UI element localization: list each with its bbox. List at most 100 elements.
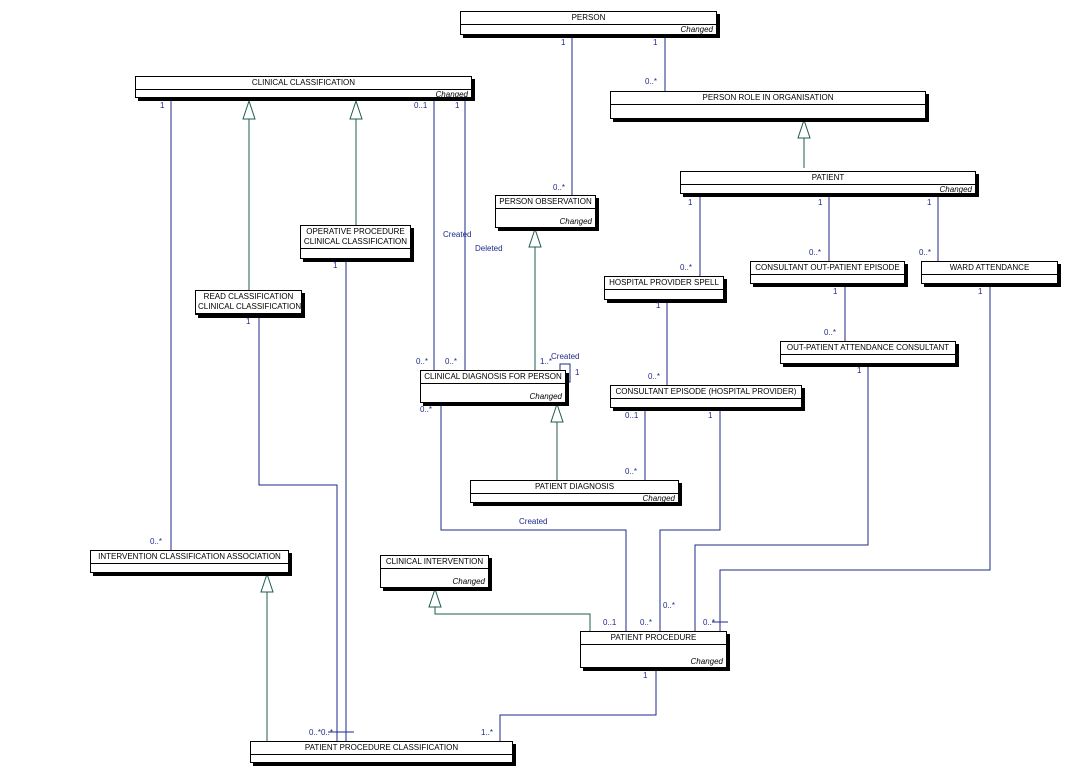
gen-arrow-obs [528, 227, 542, 248]
mult-pp-1: 1 [643, 671, 648, 680]
class-name: PATIENT PROCEDURE CLASSIFICATION [251, 742, 512, 755]
mult-cdp-many-c: 0..* [420, 405, 433, 414]
mult-cdp-many-a: 0..* [416, 357, 429, 366]
mult-ppc-1many: 1..* [481, 728, 494, 737]
class-name: OPERATIVE PROCEDURE CLINICAL CLASSIFICAT… [301, 226, 410, 249]
class-patient-diagnosis[interactable]: PATIENT DIAGNOSIS Changed [470, 480, 679, 503]
class-stereotype: Changed [559, 217, 592, 226]
mult-cc-1: 1 [160, 101, 165, 110]
class-name-line1: READ CLASSIFICATION [203, 292, 294, 301]
mult-patient-1b: 1 [818, 198, 823, 207]
gen-arrow-cc-b [349, 99, 363, 120]
class-intervention-classification-association[interactable]: INTERVENTION CLASSIFICATION ASSOCIATION [90, 550, 289, 573]
class-person-observation[interactable]: PERSON OBSERVATION Changed [495, 195, 596, 228]
class-name: READ CLASSIFICATION CLINICAL CLASSIFICAT… [196, 291, 301, 314]
gen-arrow-cc-a [242, 99, 256, 120]
class-name: CLINICAL INTERVENTION [381, 556, 488, 569]
class-name: INTERVENTION CLASSIFICATION ASSOCIATION [91, 551, 288, 564]
mult-obs-many: 0..* [553, 183, 566, 192]
class-stereotype: Changed [690, 657, 723, 666]
mult-pp-many-a: 0..* [640, 618, 653, 627]
gen-arrow-ci [428, 587, 442, 608]
class-name-line1: OPERATIVE PROCEDURE [306, 227, 405, 236]
mult-pp-01: 0..1 [603, 618, 617, 627]
mult-spell-1: 1 [656, 301, 661, 310]
class-out-patient-attendance-consultant[interactable]: OUT-PATIENT ATTENDANCE CONSULTANT [780, 341, 956, 364]
class-name: CLINICAL CLASSIFICATION [136, 77, 471, 90]
mult-ward-1: 1 [978, 287, 983, 296]
mult-ce-many: 0..* [648, 372, 661, 381]
mult-cope-many: 0..* [809, 248, 822, 257]
class-consultant-out-patient-episode[interactable]: CONSULTANT OUT-PATIENT EPISODE [750, 261, 905, 284]
assoc-cdp-pp [440, 403, 627, 631]
mult-op-1: 1 [333, 261, 338, 270]
class-name-line2: CLINICAL CLASSIFICATION [303, 237, 408, 246]
class-name: PATIENT DIAGNOSIS [471, 481, 678, 494]
gen-arrow-role [797, 118, 811, 139]
class-clinical-intervention[interactable]: CLINICAL INTERVENTION Changed [380, 555, 489, 588]
class-read-classification-clinical-classification[interactable]: READ CLASSIFICATION CLINICAL CLASSIFICAT… [195, 290, 302, 315]
mult-role-many: 0..* [645, 77, 658, 86]
mult-cdp-self-1: 1 [575, 368, 580, 377]
class-name: CLINICAL DIAGNOSIS FOR PERSON [421, 371, 565, 384]
mult-cdp-self-many: 1..* [540, 357, 553, 366]
mult-spell-many: 0..* [680, 263, 693, 272]
mult-cc-1b: 1 [455, 101, 460, 110]
class-person[interactable]: PERSON Changed [460, 11, 717, 35]
mult-oac-1: 1 [857, 366, 862, 375]
mult-person-role-1: 1 [653, 38, 658, 47]
assoc-oac-pp [694, 364, 869, 631]
mult-ward-many: 0..* [919, 248, 932, 257]
class-stereotype: Changed [452, 577, 485, 586]
association-lines [170, 36, 991, 741]
mult-pp-many-c: 0..* [703, 618, 716, 627]
class-stereotype: Changed [529, 392, 562, 401]
gen-arrow-cdp [550, 402, 564, 423]
class-stereotype: Changed [435, 90, 468, 99]
class-patient-procedure-classification[interactable]: PATIENT PROCEDURE CLASSIFICATION [250, 741, 513, 763]
class-patient-procedure[interactable]: PATIENT PROCEDURE Changed [580, 631, 727, 668]
class-name-line2: CLINICAL CLASSIFICATION [198, 302, 302, 311]
mult-patient-1c: 1 [927, 198, 932, 207]
class-name: PERSON [461, 12, 716, 25]
gen-arrow-ica [260, 572, 274, 593]
mult-ce-1: 1 [708, 411, 713, 420]
mult-patient-1a: 1 [688, 198, 693, 207]
assoc-ce-pp [659, 408, 721, 631]
role-created: Created [443, 230, 472, 239]
class-ward-attendance[interactable]: WARD ATTENDANCE [921, 261, 1058, 284]
mult-pp-many-b: 0..* [663, 601, 676, 610]
class-name: WARD ATTENDANCE [922, 262, 1057, 275]
mult-oac-many: 0..* [824, 328, 837, 337]
generalization-lines [242, 99, 811, 741]
class-clinical-diagnosis-for-person[interactable]: CLINICAL DIAGNOSIS FOR PERSON Changed [420, 370, 566, 403]
class-name: PATIENT [681, 172, 975, 185]
class-name: OUT-PATIENT ATTENDANCE CONSULTANT [781, 342, 955, 355]
assoc-pp-ppc [499, 668, 657, 741]
class-clinical-classification[interactable]: CLINICAL CLASSIFICATION Changed [135, 76, 472, 99]
class-person-role-in-organisation[interactable]: PERSON ROLE IN ORGANISATION [610, 91, 926, 119]
class-patient[interactable]: PATIENT Changed [680, 171, 976, 194]
class-name: PATIENT PROCEDURE [581, 632, 726, 645]
class-name: PERSON ROLE IN ORGANISATION [611, 92, 925, 105]
mult-cope-1: 1 [833, 287, 838, 296]
mult-pd-many: 0..* [625, 467, 638, 476]
mult-person-obs-1: 1 [561, 38, 566, 47]
assoc-cdp-self [559, 363, 571, 383]
class-stereotype: Changed [642, 494, 675, 503]
class-hospital-provider-spell[interactable]: HOSPITAL PROVIDER SPELL [604, 276, 724, 300]
assoc-read-ppc [258, 315, 338, 741]
class-consultant-episode-hospital-provider[interactable]: CONSULTANT EPISODE (HOSPITAL PROVIDER) [610, 385, 802, 408]
mult-read-1: 1 [246, 317, 251, 326]
class-stereotype: Changed [680, 25, 713, 34]
mult-cdp-many-b: 0..* [445, 357, 458, 366]
class-operative-procedure-clinical-classification[interactable]: OPERATIVE PROCEDURE CLINICAL CLASSIFICAT… [300, 225, 411, 259]
mult-ica-many: 0..* [150, 537, 163, 546]
role-cdp-created: Created [551, 352, 580, 361]
mult-ppc-many: 0..*0..* [309, 728, 334, 737]
mult-cc-01: 0..1 [414, 101, 428, 110]
class-name: HOSPITAL PROVIDER SPELL [605, 277, 723, 290]
class-name: PERSON OBSERVATION [496, 196, 595, 209]
